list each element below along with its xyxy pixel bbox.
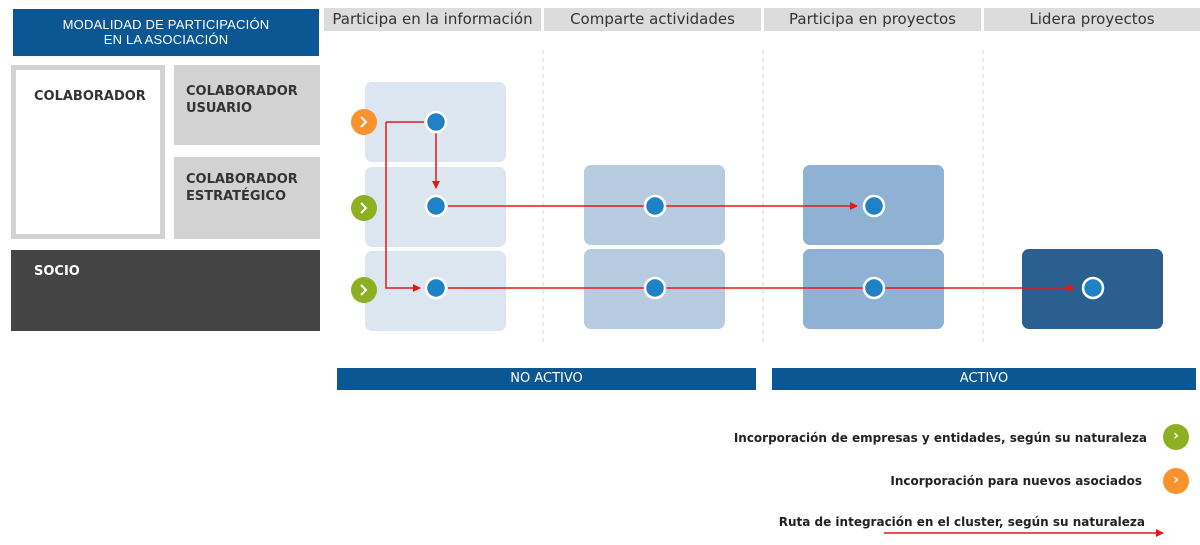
- category-colaborador-usuario-line-2: USUARIO: [186, 101, 253, 116]
- category-colaborador-estrategico-line-1: COLABORADOR: [186, 172, 298, 187]
- category-socio-label: SOCIO: [34, 264, 80, 279]
- category-colaborador-usuario: COLABORADOR USUARIO: [174, 65, 320, 145]
- legend-green-text: Incorporación de empresas y entidades, s…: [733, 431, 1147, 445]
- column-header-lidera-proyectos: Lidera proyectos: [984, 8, 1200, 31]
- node-usuario-informacion: [424, 110, 448, 134]
- node-estrategico-proyectos: [862, 194, 886, 218]
- node-socio-lidera: [1081, 276, 1105, 300]
- title-line-2: EN LA ASOCIACIÓN: [103, 32, 229, 47]
- category-colaborador-estrategico-line-2: ESTRATÉGICO: [186, 189, 287, 204]
- chevron-right-icon: [360, 284, 368, 296]
- column-header-informacion: Participa en la información: [324, 8, 541, 31]
- chevron-right-icon: ›: [1173, 472, 1179, 488]
- entry-marker-green: [351, 195, 377, 221]
- column-header-participa-proyectos: Participa en proyectos: [764, 8, 981, 31]
- entry-marker-green: [351, 277, 377, 303]
- chevron-right-icon: [360, 202, 368, 214]
- legend-route-text: Ruta de integración en el cluster, según…: [778, 515, 1145, 529]
- legend-green-marker: ›: [1163, 424, 1189, 450]
- chevron-right-icon: ›: [1173, 428, 1179, 444]
- legend-orange-text: Incorporación para nuevos asociados: [890, 474, 1142, 488]
- node-socio-informacion: [424, 276, 448, 300]
- chevron-right-icon: [360, 116, 368, 128]
- entry-marker-orange: [351, 109, 377, 135]
- node-estrategico-actividades: [643, 194, 667, 218]
- category-colaborador-usuario-label: COLABORADOR USUARIO: [186, 83, 298, 117]
- category-colaborador-estrategico: COLABORADOR ESTRATÉGICO: [174, 157, 320, 239]
- category-colaborador: COLABORADOR: [11, 65, 165, 239]
- diagram-title: MODALIDAD DE PARTICIPACIÓN EN LA ASOCIAC…: [13, 9, 319, 56]
- node-socio-proyectos: [862, 276, 886, 300]
- status-bar-no-activo: NO ACTIVO: [337, 368, 756, 390]
- route-usuario-to-estrategico: [385, 122, 421, 292]
- title-line-1: MODALIDAD DE PARTICIPACIÓN: [62, 17, 270, 32]
- column-header-actividades: Comparte actividades: [544, 8, 761, 31]
- category-colaborador-estrategico-label: COLABORADOR ESTRATÉGICO: [186, 171, 298, 205]
- status-bar-activo: ACTIVO: [772, 368, 1196, 390]
- legend-orange-marker: ›: [1163, 468, 1189, 494]
- category-colaborador-usuario-line-1: COLABORADOR: [186, 84, 298, 99]
- category-colaborador-label: COLABORADOR: [34, 89, 146, 104]
- node-socio-actividades: [643, 276, 667, 300]
- node-estrategico-informacion: [424, 194, 448, 218]
- category-socio: SOCIO: [11, 250, 320, 331]
